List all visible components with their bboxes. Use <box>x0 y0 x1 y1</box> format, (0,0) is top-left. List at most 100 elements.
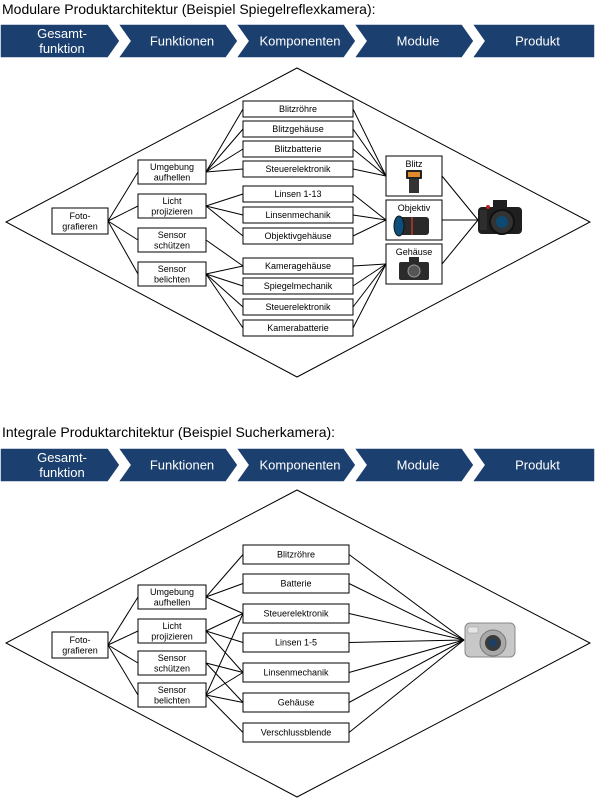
modular-component-7-frame <box>242 227 354 245</box>
modular-component-2: Blitzgehäuse <box>242 120 354 138</box>
connector-line <box>205 193 244 207</box>
modular-chevron-step-2: Funktionen <box>116 23 239 59</box>
connector-line <box>205 148 244 173</box>
chevron-shape <box>234 447 357 483</box>
integral-component-6: Gehäuse <box>242 692 350 713</box>
integral-chevron-step-2: Funktionen <box>116 447 239 483</box>
chevron-shape <box>0 23 121 59</box>
modular-component-1-label: Blitzröhre <box>279 104 317 114</box>
integral-chevron-step-1: Gesamt-funktion <box>0 447 121 483</box>
chevron-shape <box>116 447 239 483</box>
connector-line <box>348 639 465 733</box>
modular-overall-function: Foto-grafieren <box>51 207 109 235</box>
modular-component-9-frame <box>242 277 354 295</box>
dslr-camera-icon <box>478 200 522 235</box>
integral-overall-function: Foto-grafieren <box>51 631 109 659</box>
connector-line <box>348 639 465 673</box>
chevron-label: Funktionen <box>150 34 214 49</box>
modular-module-2: Objektiv <box>385 199 443 241</box>
integral-component-5-label: Linsenmechanik <box>263 668 329 678</box>
connector-line <box>348 639 465 703</box>
connector-line <box>348 583 465 641</box>
modular-component-1: Blitzröhre <box>242 100 354 118</box>
connector-line <box>205 273 244 308</box>
chevron-label: Komponenten <box>260 458 341 473</box>
modular-component-11-frame <box>242 319 354 337</box>
modular-component-10-frame <box>242 298 354 316</box>
modular-component-8-label: Kameragehäuse <box>265 261 331 271</box>
modular-component-4-frame <box>242 160 354 178</box>
connector-line <box>205 694 244 733</box>
connector-line <box>205 662 244 703</box>
integral-component-4-label: Linsen 1-5 <box>275 638 317 648</box>
connector-line <box>205 239 244 267</box>
connector-line <box>205 265 244 275</box>
modular-component-3-frame <box>242 140 354 158</box>
lens-icon <box>393 215 429 237</box>
connector-line <box>205 128 244 173</box>
connector-line <box>205 630 244 643</box>
connector-line <box>352 263 387 329</box>
modular-component-7: Objektivgehäuse <box>242 227 354 245</box>
connector-line <box>352 263 387 267</box>
connector-line <box>205 554 244 598</box>
chevron-label: Funktionen <box>150 458 214 473</box>
integral-component-5: Linsenmechanik <box>242 662 350 683</box>
integral-component-3-frame <box>242 603 350 624</box>
chevron-label: Module <box>397 34 440 49</box>
connector-line <box>107 630 139 646</box>
chevron-label: Komponenten <box>260 34 341 49</box>
modular-component-8: Kameragehäuse <box>242 257 354 275</box>
modular-chevron-step-5: Produkt <box>470 23 595 59</box>
connector-line <box>205 583 244 598</box>
chevron-shape <box>470 23 595 59</box>
integral-function-1-frame <box>137 584 207 610</box>
connector-line <box>107 220 139 275</box>
integral-component-7-label: Verschlussblende <box>261 728 332 738</box>
connector-line <box>352 214 387 221</box>
modular-component-3: Blitzbatterie <box>242 140 354 158</box>
modular-component-8-frame <box>242 257 354 275</box>
connector-line <box>107 220 139 241</box>
modular-component-5-label: Linsen 1-13 <box>274 189 321 199</box>
modular-component-2-frame <box>242 120 354 138</box>
modular-component-11: Kamerabatterie <box>242 319 354 337</box>
integral-function-4-frame <box>137 682 207 708</box>
connector-line <box>107 644 139 664</box>
connector-line <box>352 168 387 177</box>
modular-component-6-frame <box>242 206 354 224</box>
integral-component-1-frame <box>242 544 350 565</box>
modular-module-3: Gehäuse <box>385 243 443 285</box>
integral-diamond <box>4 489 592 798</box>
integral-chevron-step-5: Produkt <box>470 447 595 483</box>
modular-component-6: Linsenmechanik <box>242 206 354 224</box>
integral-function-3-frame <box>137 650 207 676</box>
integral-component-7-frame <box>242 722 350 743</box>
connector-line <box>352 263 387 308</box>
connector-line <box>205 672 244 696</box>
connector-line <box>348 613 465 641</box>
modular-component-1-frame <box>242 100 354 118</box>
integral-overall-function-frame <box>51 631 109 659</box>
modular-component-5-frame <box>242 185 354 203</box>
chevron-shape <box>470 447 595 483</box>
connector-line <box>205 694 244 703</box>
connector-line <box>205 168 244 173</box>
integral-chevron-step-4: Module <box>352 447 475 483</box>
modular-chevron-step-3: Komponenten <box>234 23 357 59</box>
connector-line <box>352 263 387 287</box>
